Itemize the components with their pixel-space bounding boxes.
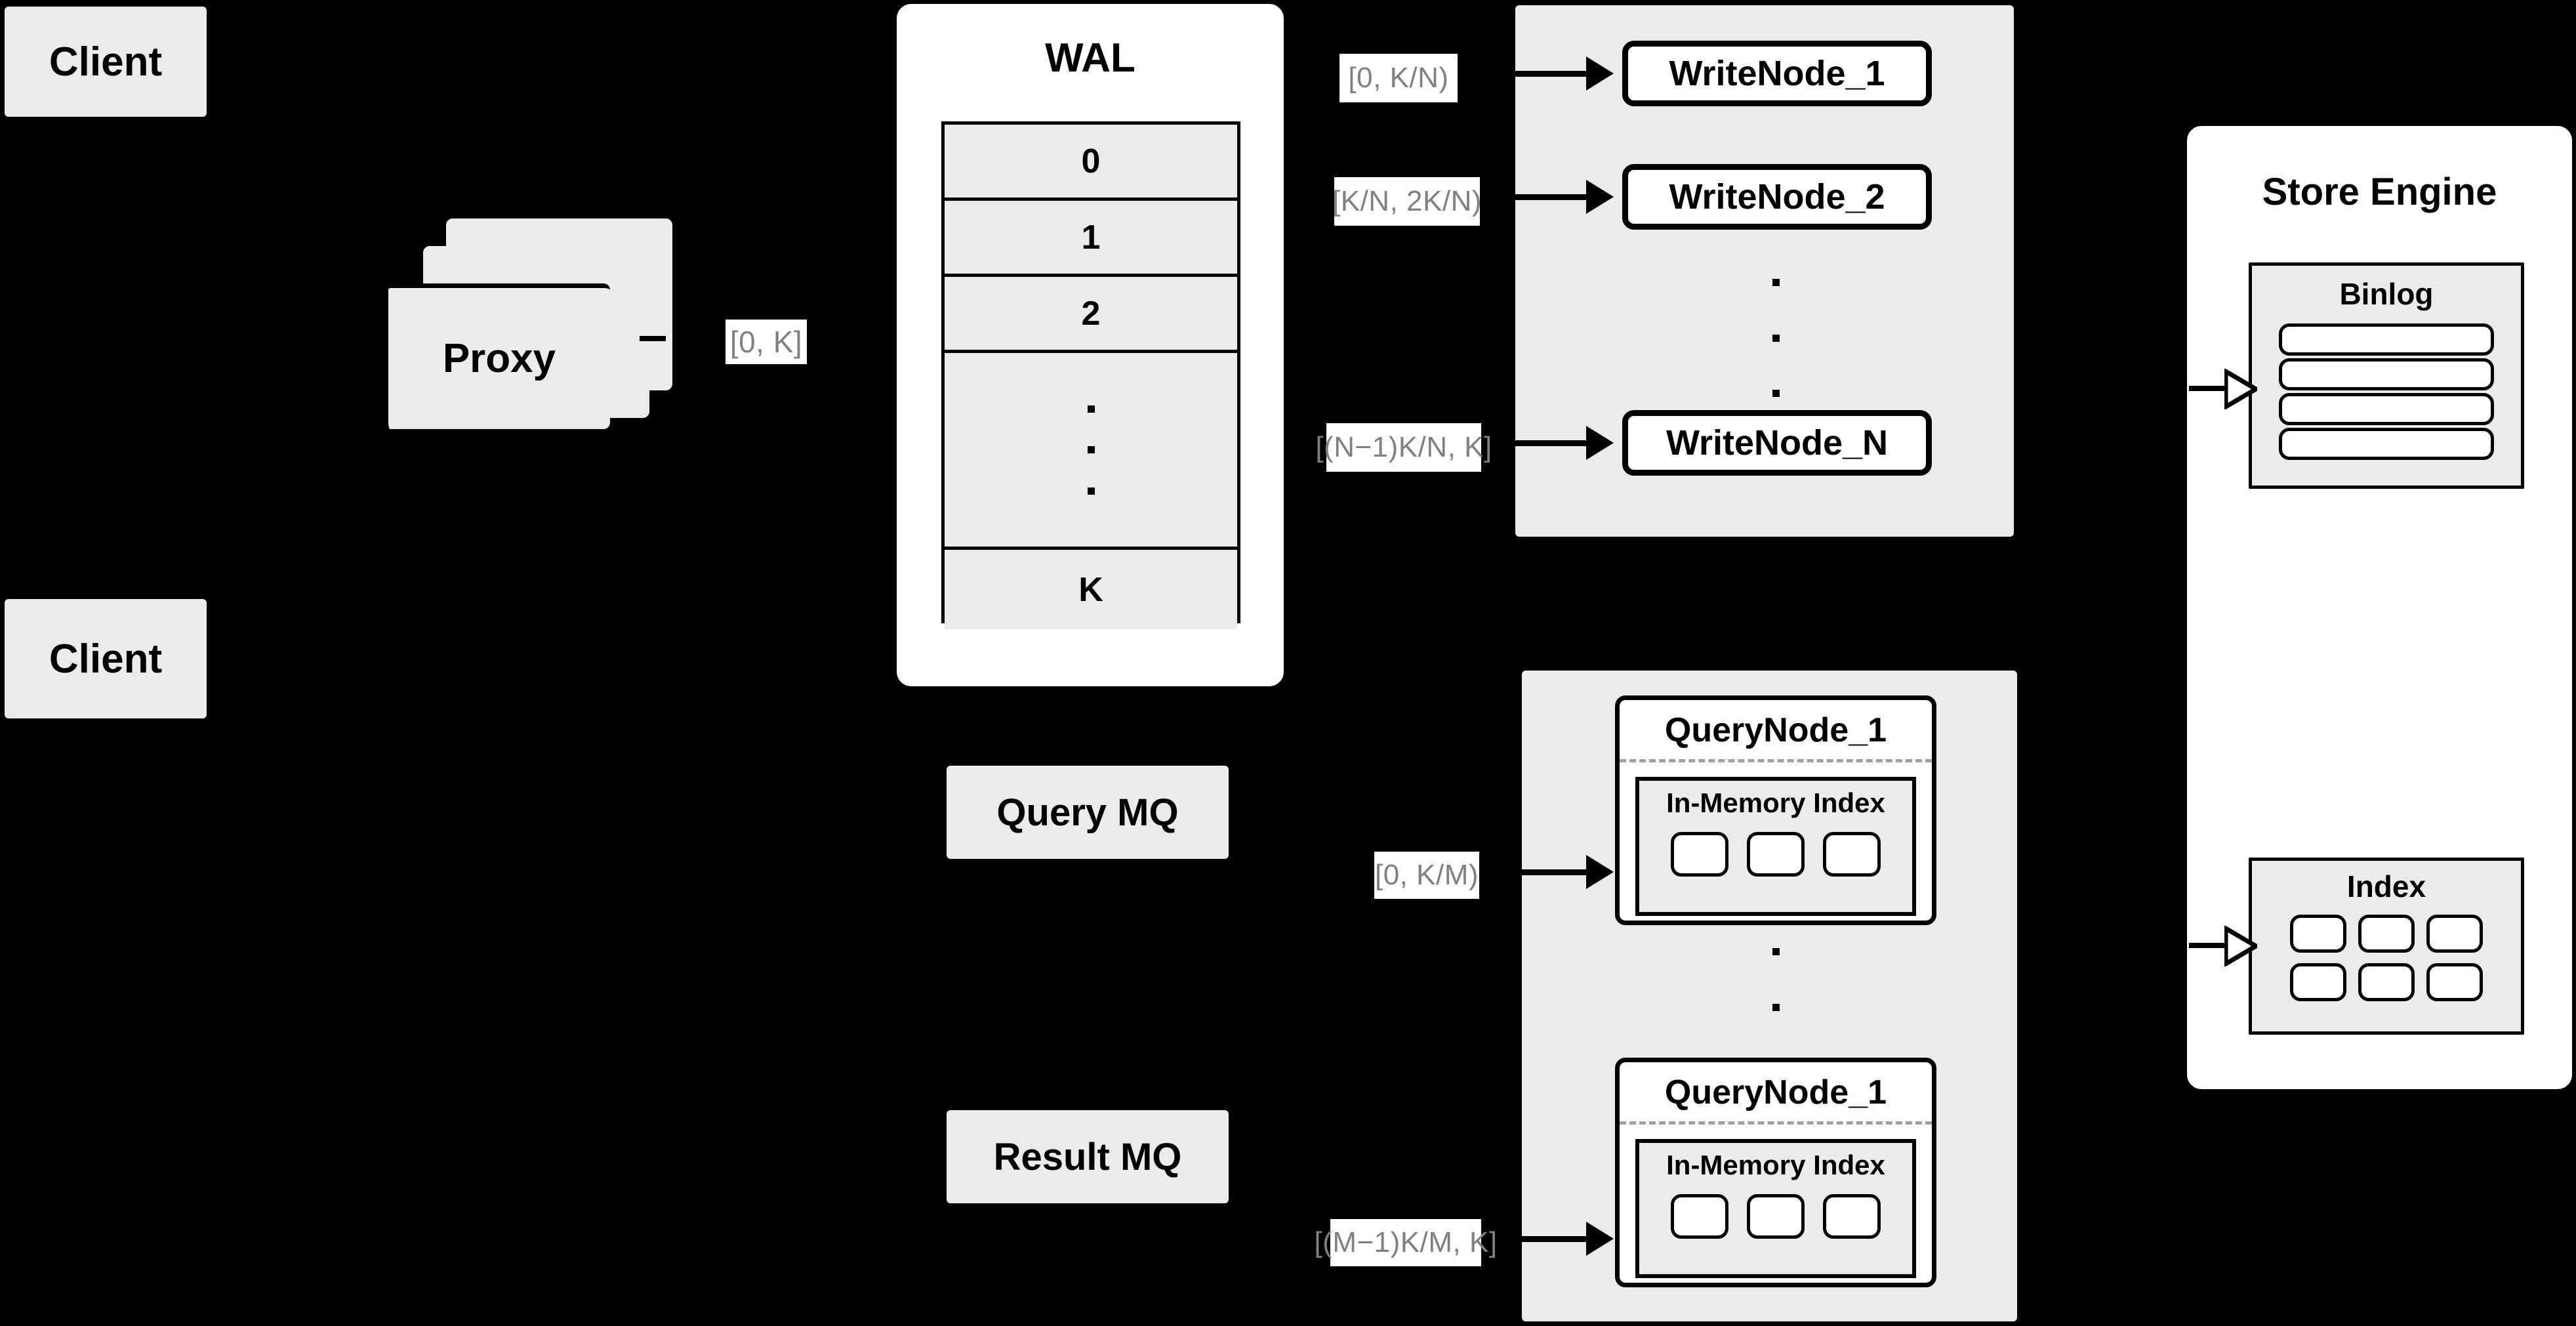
- wal-row-0[interactable]: 0: [945, 125, 1237, 201]
- client-box-1[interactable]: Client: [5, 7, 207, 117]
- store-index-box: Index: [2249, 858, 2524, 1035]
- arrow-head-querynode-1: [1586, 855, 1614, 889]
- store-index-cell[interactable]: [2426, 915, 2483, 953]
- store-index-cell[interactable]: [2358, 915, 2415, 953]
- edge-label-querynode-m: [(M−1)K/M, K]: [1314, 1219, 1497, 1266]
- write-node-label: WriteNode_1: [1669, 54, 1885, 93]
- wal-row-label: 1: [1081, 218, 1101, 257]
- query-node-2[interactable]: QueryNode_1 In-Memory Index: [1615, 1058, 1936, 1287]
- wal-row-ellipsis: [945, 353, 1237, 550]
- query-mq-box[interactable]: Query MQ: [947, 766, 1229, 859]
- arrow-head-writenode-1: [1586, 56, 1614, 91]
- edge-label-querynode-1: [0, K/M): [1374, 852, 1479, 899]
- index-segment[interactable]: [1747, 1194, 1805, 1239]
- binlog-row[interactable]: [2279, 393, 2494, 425]
- store-index-cell[interactable]: [2290, 963, 2346, 1001]
- proxy-label: Proxy: [442, 336, 556, 381]
- wal-ellipsis-icon: [1087, 405, 1095, 495]
- binlog-title: Binlog: [2339, 277, 2434, 311]
- arrow-head-store-index: [2224, 926, 2257, 966]
- edge-label-text: [K/N, 2K/N): [1332, 185, 1482, 217]
- client-label-2: Client: [49, 636, 163, 682]
- arrow-head-binlog: [2224, 369, 2257, 409]
- query-node-1-index: In-Memory Index: [1635, 777, 1916, 916]
- query-node-1-title: QueryNode_1: [1664, 711, 1887, 749]
- query-node-1-index-title: In-Memory Index: [1666, 787, 1885, 818]
- edge-label-text: [0, K/M): [1374, 859, 1479, 891]
- wal-row-label: 0: [1081, 142, 1101, 180]
- edge-label-writenode-n: [(N−1)K/N, K]: [1315, 423, 1492, 472]
- binlog-row[interactable]: [2279, 358, 2494, 390]
- arrow-head-writenode-2: [1586, 180, 1614, 214]
- binlog-box: Binlog: [2249, 262, 2524, 489]
- edge-label-writenode-2: [K/N, 2K/N): [1332, 177, 1482, 226]
- edge-label-writenode-1: [0, K/N): [1339, 54, 1458, 102]
- edge-label-text: [0, K/N): [1348, 62, 1449, 94]
- query-node-2-index: In-Memory Index: [1635, 1139, 1916, 1278]
- query-mq-label: Query MQ: [996, 791, 1179, 834]
- wal-row-1[interactable]: 1: [945, 201, 1237, 277]
- edge-label-proxy-to-wal: [0, K]: [726, 320, 807, 364]
- client-box-2[interactable]: Client: [5, 599, 207, 718]
- write-node-2[interactable]: WriteNode_2: [1622, 164, 1932, 230]
- edge-label-text: [(M−1)K/M, K]: [1314, 1226, 1498, 1258]
- write-node-label: WriteNode_2: [1669, 177, 1885, 217]
- write-node-n[interactable]: WriteNode_N: [1622, 410, 1932, 476]
- query-node-2-title: QueryNode_1: [1664, 1073, 1887, 1111]
- write-node-1[interactable]: WriteNode_1: [1622, 41, 1932, 106]
- arrow-line-querynode-1: [1505, 869, 1590, 875]
- query-node-1-separator: [1620, 759, 1932, 762]
- binlog-row[interactable]: [2279, 428, 2494, 460]
- query-node-2-index-title: In-Memory Index: [1666, 1150, 1885, 1180]
- arrow-line-writenode-n: [1505, 440, 1590, 446]
- client-label-1: Client: [49, 39, 163, 85]
- binlog-row[interactable]: [2279, 323, 2494, 356]
- wal-title: WAL: [1045, 35, 1135, 81]
- proxy-card-front[interactable]: Proxy: [384, 283, 610, 429]
- arrow-head-querynode-m: [1586, 1222, 1614, 1256]
- store-index-cell[interactable]: [2358, 963, 2415, 1001]
- write-node-ellipsis-icon: [1771, 279, 1780, 397]
- arrow-head-writenode-n: [1586, 426, 1614, 460]
- wal-table: 0 1 2 K: [941, 121, 1240, 629]
- query-node-2-separator: [1620, 1121, 1932, 1125]
- arrow-line-writenode-1: [1505, 71, 1590, 77]
- index-segment[interactable]: [1823, 1194, 1881, 1239]
- write-node-label: WriteNode_N: [1666, 423, 1889, 463]
- index-segment[interactable]: [1747, 832, 1805, 877]
- store-index-cell[interactable]: [2290, 915, 2346, 953]
- index-segment[interactable]: [1671, 832, 1728, 877]
- result-mq-box[interactable]: Result MQ: [947, 1110, 1229, 1203]
- index-segment[interactable]: [1823, 832, 1881, 877]
- wal-row-label: 2: [1081, 294, 1101, 333]
- store-engine-title: Store Engine: [2262, 171, 2497, 213]
- edge-label-text: [(N−1)K/N, K]: [1315, 431, 1492, 463]
- store-index-cell[interactable]: [2426, 963, 2483, 1001]
- arrow-line-binlog: [2189, 386, 2227, 391]
- wal-row-2[interactable]: 2: [945, 277, 1237, 353]
- arrow-line-writenode-2: [1505, 194, 1590, 200]
- edge-label-text: [0, K]: [729, 325, 803, 359]
- arrow-line-store-index: [2189, 943, 2227, 948]
- index-segment[interactable]: [1671, 1194, 1728, 1239]
- arrow-line-querynode-m: [1505, 1236, 1590, 1242]
- proxy-connector-nub: [640, 336, 666, 341]
- wal-row-k[interactable]: K: [945, 550, 1237, 629]
- wal-row-label: K: [1078, 570, 1103, 609]
- query-node-1[interactable]: QueryNode_1 In-Memory Index: [1615, 695, 1936, 925]
- query-node-ellipsis-icon: [1771, 948, 1780, 1066]
- store-index-title: Index: [2346, 869, 2426, 903]
- result-mq-label: Result MQ: [993, 1135, 1182, 1178]
